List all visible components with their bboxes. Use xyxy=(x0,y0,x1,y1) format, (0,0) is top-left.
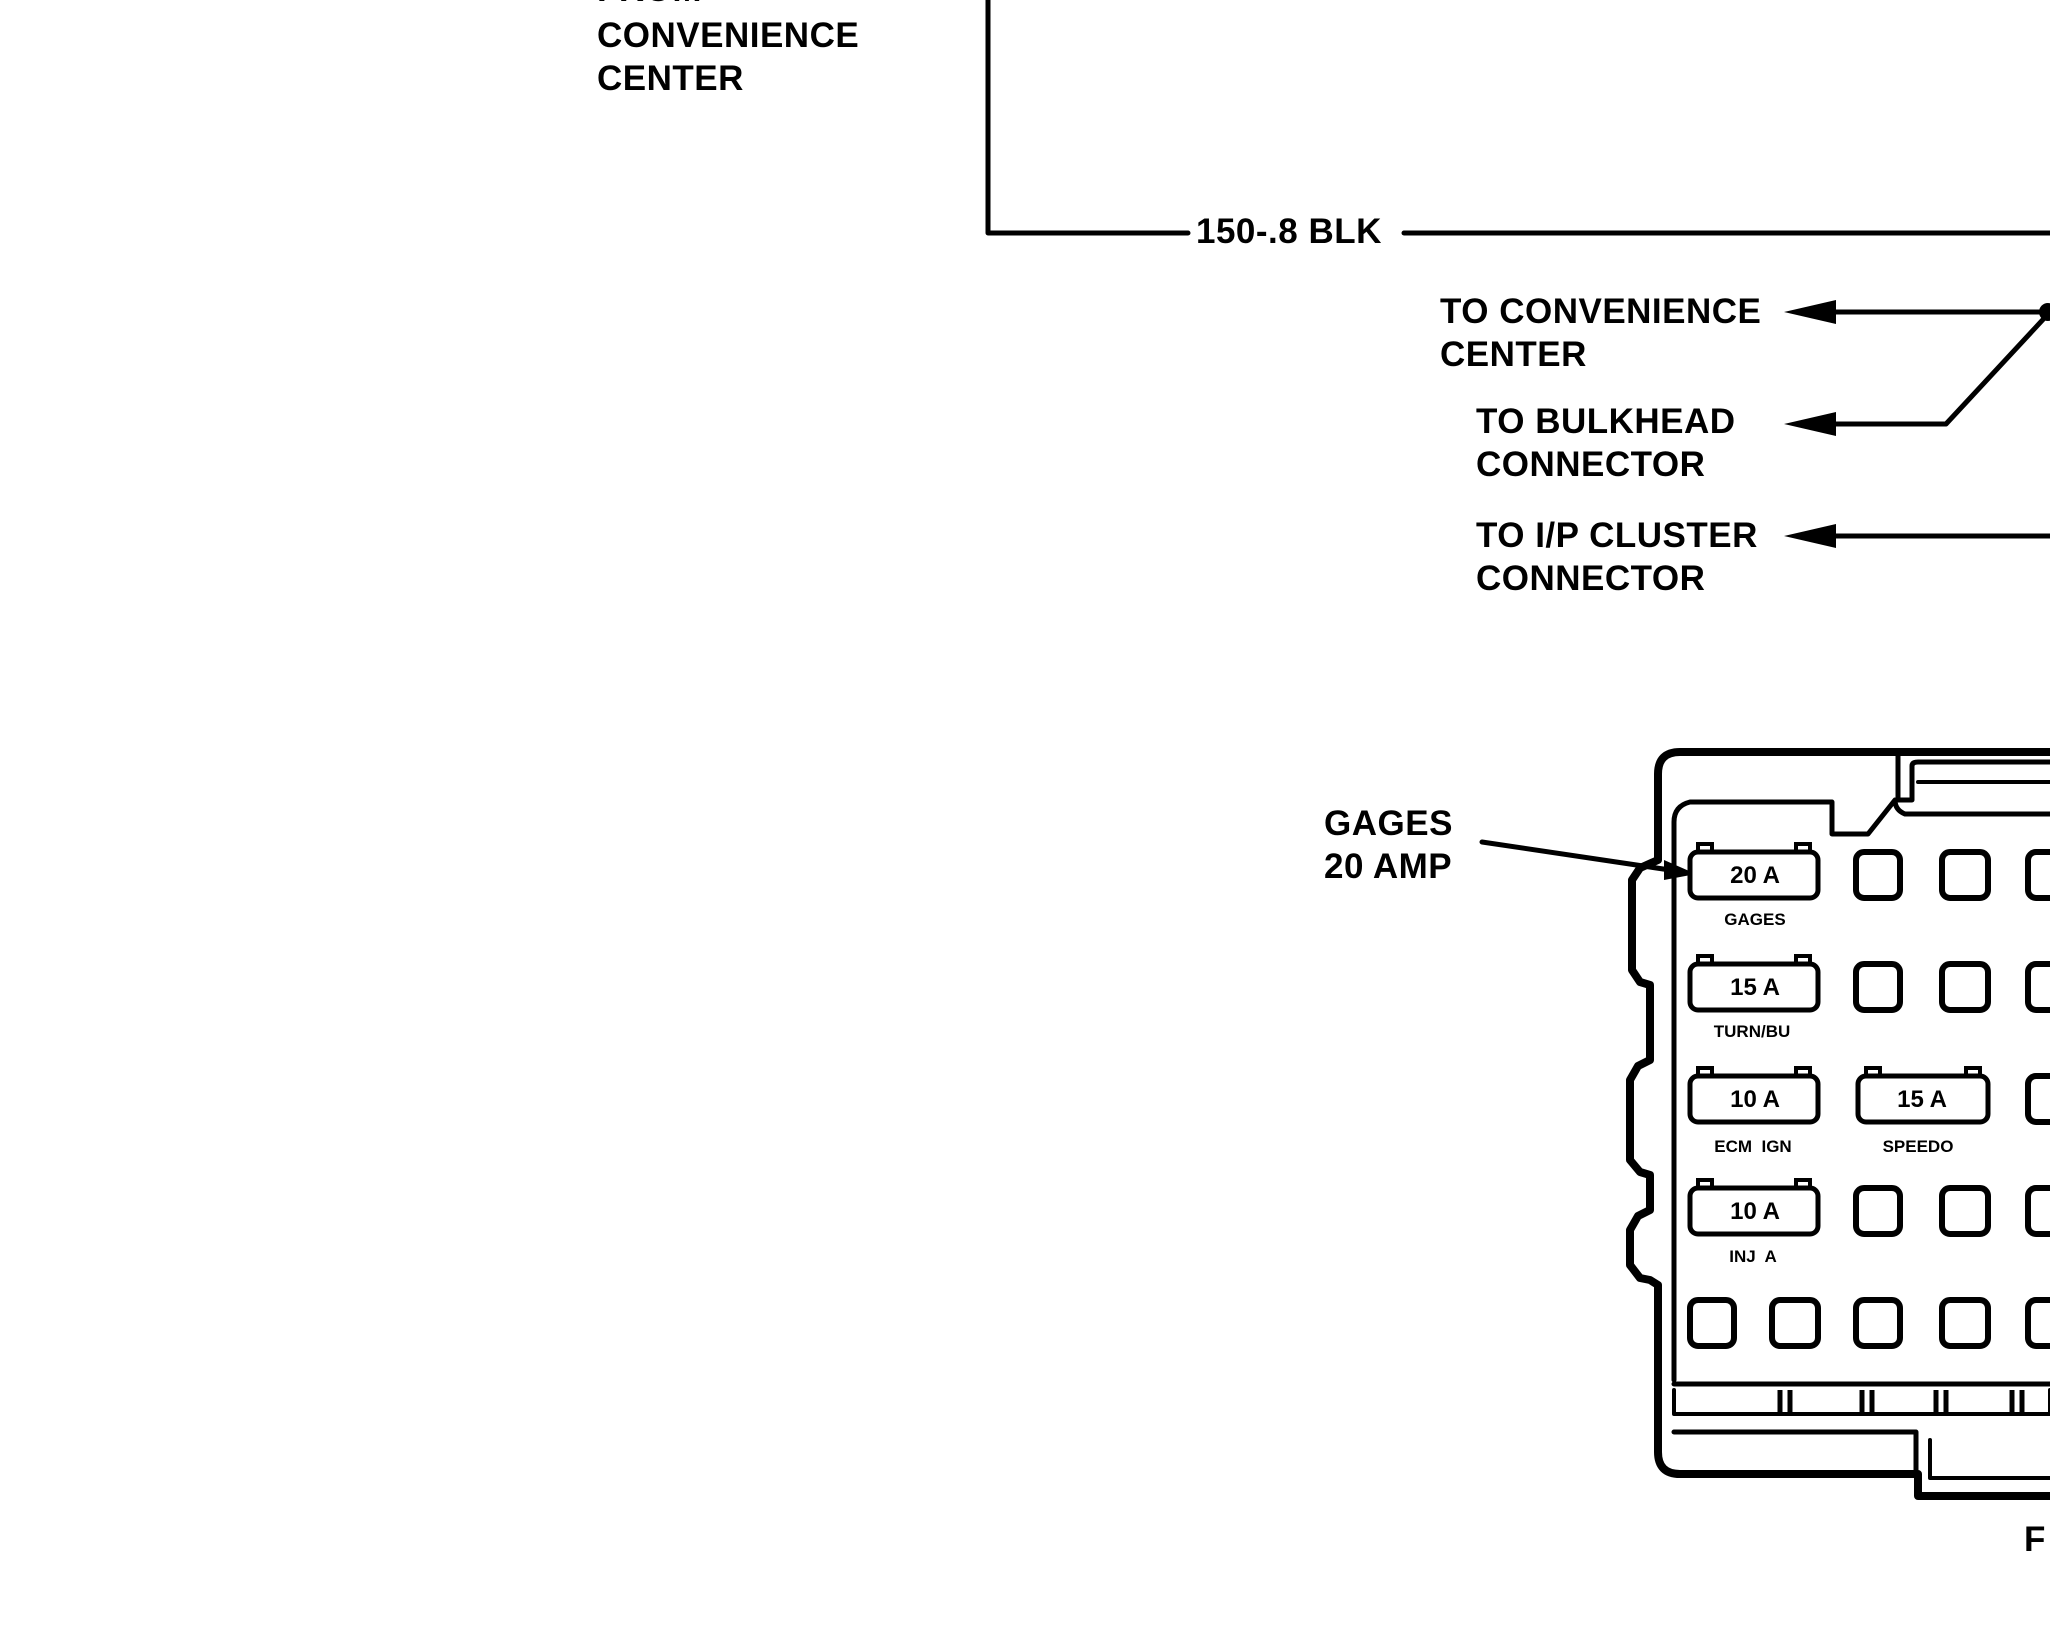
fuse-turn-bu-value: 15 A xyxy=(1730,974,1780,1001)
wire-to-bulkhead-connector xyxy=(1827,309,2050,427)
fuse-ecm-ign-name: ECM IGN xyxy=(1714,1137,1791,1156)
gages-line2: 20 AMP xyxy=(1324,847,1453,886)
from-label-line2: CONVENIENCE xyxy=(597,16,860,55)
ground-wire xyxy=(985,0,1191,236)
empty-fuse-socket xyxy=(1939,1185,1991,1237)
fuse-block-top-notch xyxy=(1895,749,2050,803)
to-conv-line1: TO CONVENIENCE xyxy=(1440,292,1762,331)
from-label-line1: FROM xyxy=(597,0,859,8)
fuse-ecm-ign xyxy=(1687,1073,1821,1125)
empty-fuse-socket xyxy=(1769,1297,1821,1349)
empty-fuse-socket xyxy=(1853,961,1903,1013)
empty-fuse-socket xyxy=(1939,1297,1991,1349)
fuse-gages-value: 20 A xyxy=(1730,862,1780,889)
to-convenience-center-label: TO CONVENIENCE CENTER xyxy=(1440,290,1761,376)
fuse-turn-bu xyxy=(1687,961,1821,1013)
fuse-turn-bu-name: TURN/BU xyxy=(1714,1022,1791,1041)
to-ip-cluster-connector-label: TO I/P CLUSTER CONNECTOR xyxy=(1476,514,1758,600)
to-ip-line2: CONNECTOR xyxy=(1476,559,1706,598)
fuse-speedo-name: SPEEDO xyxy=(1883,1137,1954,1156)
wire-label: 150-.8 BLK xyxy=(1196,212,1382,251)
arrowhead-convenience-center xyxy=(1784,300,1836,324)
bottom-cut-label: F xyxy=(2024,1520,2046,1559)
fuse-tab xyxy=(1696,1066,1812,1076)
fuse-speedo xyxy=(1855,1073,1991,1125)
fuse-gages-name: GAGES xyxy=(1724,910,1785,929)
arrowhead-ip-cluster-connector xyxy=(1784,524,1836,548)
fuse-block-bottom-lip2 xyxy=(1928,1438,2050,1480)
empty-fuse-socket xyxy=(2025,1297,2050,1349)
fuse-gages xyxy=(1687,849,1821,901)
empty-fuse-socket xyxy=(1853,1297,1903,1349)
to-bulk-line1: TO BULKHEAD xyxy=(1476,402,1736,441)
empty-fuse-socket xyxy=(2025,961,2050,1013)
gages-line1: GAGES xyxy=(1324,804,1453,843)
fuse-block-housing-inner xyxy=(1671,797,2050,1383)
fuse-block-bottom-lip xyxy=(1671,1429,1919,1477)
empty-fuse-socket xyxy=(1853,849,1903,901)
empty-fuse-socket xyxy=(1853,1185,1903,1237)
fuse-inj-a-name: INJ A xyxy=(1729,1247,1777,1266)
splice-dot xyxy=(2039,303,2050,321)
empty-fuse-socket xyxy=(1939,961,1991,1013)
gages-20-amp-label: GAGES 20 AMP xyxy=(1324,802,1453,888)
fuse-inj-a-value: 10 A xyxy=(1730,1198,1780,1225)
fuse-tab xyxy=(1696,842,1812,852)
from-convenience-center-label: FROM CONVENIENCE CENTER xyxy=(597,0,859,100)
to-ip-line1: TO I/P CLUSTER xyxy=(1476,516,1758,555)
empty-fuse-socket xyxy=(2025,1073,2050,1125)
empty-fuse-socket xyxy=(1939,849,1991,901)
fuse-speedo-value: 15 A xyxy=(1897,1086,1947,1113)
fuse-tab xyxy=(1696,954,1812,964)
arrowhead-bulkhead-connector xyxy=(1784,412,1836,436)
fuse-block-housing-outer xyxy=(1626,748,2050,1500)
empty-fuse-socket xyxy=(2025,849,2050,901)
fuse-ecm-ign-value: 10 A xyxy=(1730,1086,1780,1113)
fuse-tab xyxy=(1864,1066,1982,1076)
fuse-inj-a xyxy=(1687,1185,1821,1237)
from-label-line3: CENTER xyxy=(597,59,744,98)
empty-fuse-socket xyxy=(1687,1297,1737,1349)
empty-fuse-socket xyxy=(2025,1185,2050,1237)
to-bulkhead-connector-label: TO BULKHEAD CONNECTOR xyxy=(1476,400,1736,486)
fuse-tab xyxy=(1696,1178,1812,1188)
to-conv-line2: CENTER xyxy=(1440,335,1587,374)
to-bulk-line2: CONNECTOR xyxy=(1476,445,1706,484)
